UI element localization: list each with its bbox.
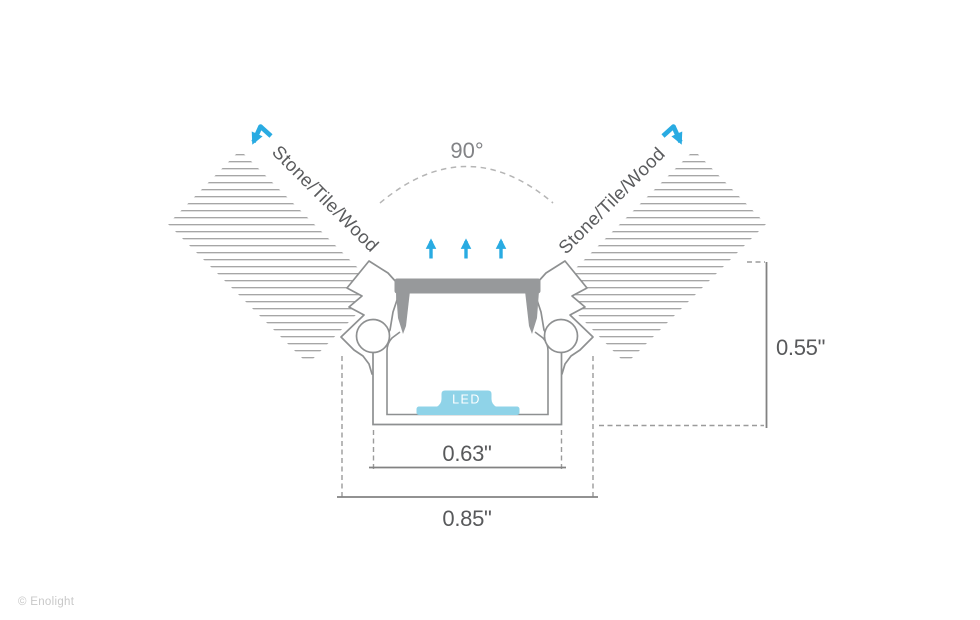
dim-outer-width: 0.85" [337,356,598,531]
light-direction-arrows [425,238,507,259]
dim-outer-width-label: 0.85" [442,506,491,531]
angle-label: 90° [450,138,483,163]
copyright: © Enolight [18,596,75,608]
led-pcb-base [416,406,520,415]
screw-boss [355,318,391,354]
angle-arc [379,165,554,204]
dim-height: 0.55" [599,261,825,428]
mount-arrow-right-icon [661,124,683,145]
diffuser-cover [394,278,541,334]
led-label: LED [452,393,481,407]
spring-clip-wing [340,260,398,375]
channel-cavity-fill [387,332,548,415]
led-strip: LED [416,390,520,415]
mount-arrow-left-icon [251,124,273,145]
channel-body-outline [372,342,563,426]
screw-boss-right [543,318,579,354]
dim-inner-width-label: 0.63" [442,441,491,466]
dim-inner-width: 0.63" [369,430,566,471]
dim-height-label: 0.55" [776,335,825,360]
surface-hatch-panel [168,150,380,364]
led-chip [436,390,497,407]
